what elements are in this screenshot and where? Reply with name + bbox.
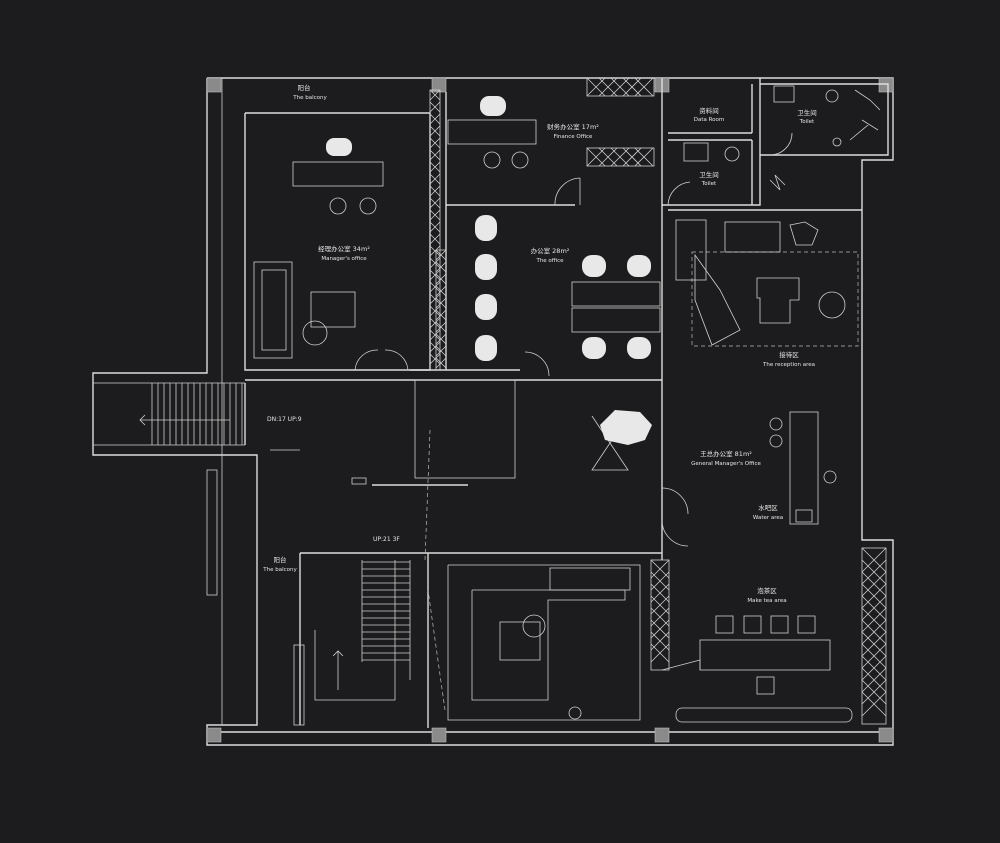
finance-office-furniture [447, 96, 581, 206]
tea-table [661, 615, 853, 723]
line-segment [861, 679, 887, 705]
balcony-top-label-en: The balcony [292, 95, 327, 101]
balcony-left-label: 阳台 [274, 555, 287, 564]
line-segment [429, 101, 441, 113]
toilet-left-label-en: Toilet [701, 181, 717, 187]
line-segment [429, 329, 441, 341]
plant-decor [600, 89, 881, 445]
managers-office-label-en: Manager's office [321, 256, 367, 262]
line-segment [429, 257, 441, 269]
reception-area-label: 接待区 [779, 350, 799, 359]
balcony-left-label-en: The balcony [262, 567, 297, 573]
toilet-right-label: 卫生间 [797, 108, 817, 117]
line-segment [429, 89, 441, 101]
line-segment [435, 273, 447, 285]
line-segment [429, 209, 441, 221]
line-segment [861, 655, 887, 681]
managers-office-furniture [253, 138, 384, 359]
interior-walls [206, 77, 889, 728]
doors [424, 132, 793, 711]
line-segment [634, 147, 654, 167]
office-furniture [354, 215, 661, 377]
make-tea-area-label-en: Make tea area [747, 598, 786, 604]
stairs-down [151, 383, 243, 445]
general-managers-office-label: 王总办公室 81m² [700, 449, 752, 458]
line-segment [861, 619, 887, 645]
line-segment [429, 353, 441, 365]
lounge-furniture [447, 564, 641, 721]
line-segment [429, 317, 441, 329]
reception-furniture [675, 219, 859, 347]
outer-walls [92, 77, 894, 746]
line-segment [435, 309, 447, 321]
toilet-fixtures [683, 85, 842, 162]
line-segment [429, 137, 441, 149]
line-segment [429, 185, 441, 197]
line-segment [429, 113, 441, 125]
line-segment [861, 559, 887, 585]
finance-office-label-en: Finance Office [554, 134, 593, 140]
balcony-top-label: 阳台 [298, 83, 311, 92]
line-segment [435, 345, 447, 357]
line-segment [435, 285, 447, 297]
line-segment [861, 691, 887, 717]
line-segment [429, 281, 441, 293]
line-segment [429, 125, 441, 137]
line-segment [429, 149, 441, 161]
data-room-label-en: Data Room [694, 117, 725, 123]
general-managers-office-label-en: General Manager's Office [691, 461, 761, 467]
toilet-right-label-en: Toilet [799, 119, 815, 125]
office-label-en: The office [535, 258, 564, 264]
water-area-label: 水吧区 [758, 503, 778, 512]
line-segment [435, 333, 447, 345]
line-segment [861, 631, 887, 657]
toilet-left-label: 卫生间 [699, 170, 719, 179]
line-segment [429, 269, 441, 281]
office-label: 办公室 28m² [531, 246, 570, 255]
reception-area-label-en: The reception area [762, 362, 815, 368]
stair-up-annotation: UP:21 3F [373, 536, 400, 543]
line-segment [435, 261, 447, 273]
line-segment [435, 357, 447, 369]
line-segment [634, 77, 654, 97]
line-segment [861, 607, 887, 633]
line-segment [435, 321, 447, 333]
line-segment [435, 297, 447, 309]
water-bar [769, 411, 837, 525]
water-area-label-en: Water area [753, 515, 783, 521]
make-tea-area-label: 泡茶区 [757, 586, 777, 595]
line-segment [435, 249, 447, 261]
line-segment [429, 161, 441, 173]
line-segment [429, 221, 441, 233]
line-segment [861, 667, 887, 693]
stairs-up [361, 560, 411, 680]
line-segment [861, 571, 887, 597]
data-room-label: 资料间 [699, 106, 719, 115]
line-segment [429, 305, 441, 317]
line-segment [861, 643, 887, 669]
stair-annotations: DN:17 UP:9 UP:21 3F [267, 416, 400, 543]
line-segment [429, 233, 441, 245]
managers-office-label: 经理办公室 34m² [318, 244, 370, 253]
line-segment [429, 245, 441, 257]
stair-arrows [139, 414, 396, 701]
line-segment [429, 341, 441, 353]
line-segment [861, 547, 887, 573]
line-segment [861, 583, 887, 609]
wall-hatching [429, 77, 887, 717]
line-segment [429, 173, 441, 185]
structural-columns [206, 77, 894, 743]
line-segment [861, 595, 887, 621]
stair-down-annotation: DN:17 UP:9 [267, 416, 302, 423]
finance-office-label: 财务办公室 17m² [547, 122, 599, 131]
room-labels: 阳台 The balcony 经理办公室 34m² Manager's offi… [262, 83, 817, 604]
line-segment [429, 197, 441, 209]
line-segment [429, 293, 441, 305]
line-segment [650, 643, 670, 663]
